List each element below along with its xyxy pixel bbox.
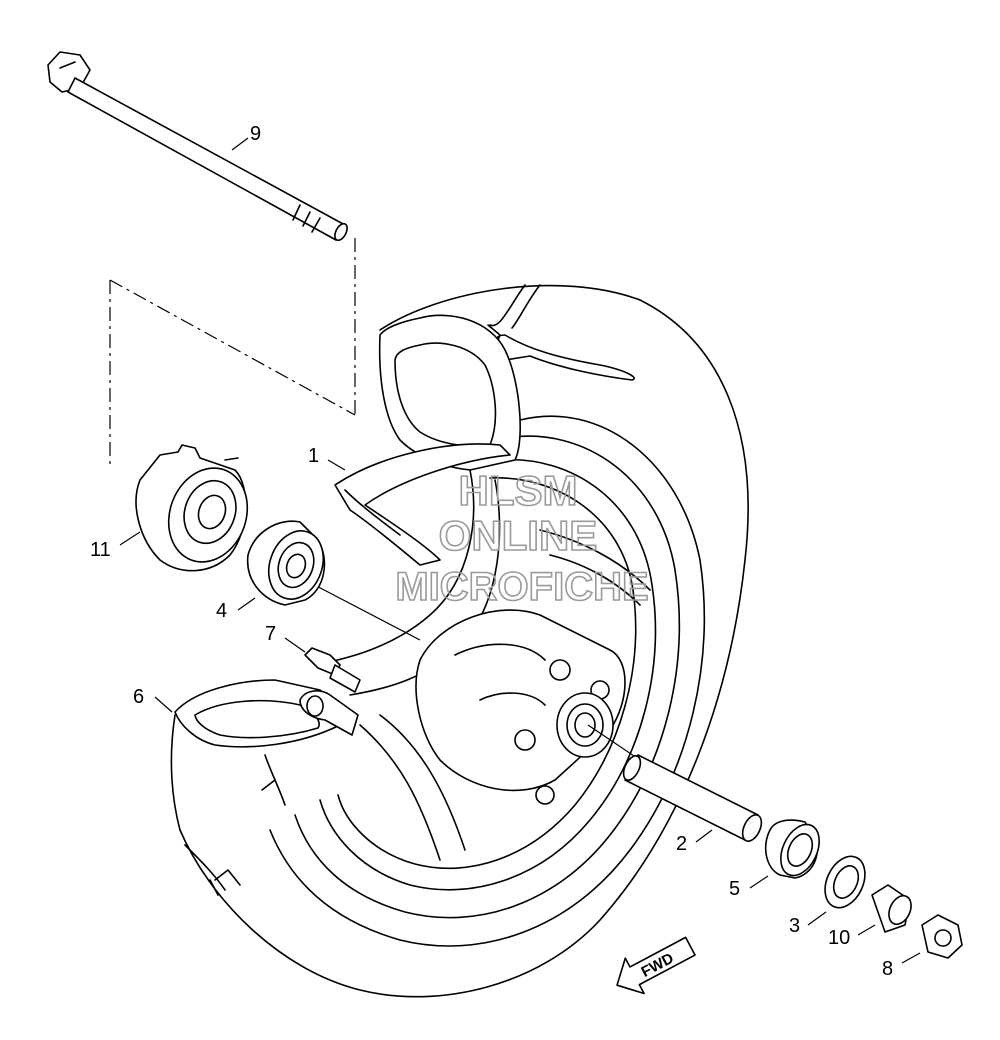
- callout-3: 3: [789, 915, 800, 937]
- bearing-right: [764, 819, 820, 879]
- assembly-lines: [109, 238, 641, 761]
- watermark-line-3: MICROFICHE: [395, 565, 648, 609]
- callout-4: 4: [216, 600, 227, 622]
- watermark: HLSM ONLINE MICROFICHE: [395, 466, 650, 610]
- oil-seal: [824, 855, 866, 909]
- callout-5: 5: [729, 878, 740, 900]
- wheel-rim: [334, 443, 511, 566]
- callout-8: 8: [882, 958, 893, 980]
- callout-10: 10: [828, 927, 850, 949]
- tire-section: [174, 679, 359, 748]
- callout-leaders: [119, 137, 921, 964]
- watermark-line-2: ONLINE: [439, 512, 598, 559]
- callout-7: 7: [265, 623, 276, 645]
- watermark-line-1: HLSM: [459, 467, 578, 514]
- hub-and-spokes: [314, 469, 651, 861]
- valve-stem: [304, 647, 361, 693]
- callout-11: 11: [90, 539, 111, 561]
- axle-nut: [921, 914, 963, 959]
- callout-1: 1: [308, 445, 319, 467]
- callout-6: 6: [133, 686, 144, 708]
- collar-part: [135, 444, 249, 572]
- callout-9: 9: [250, 123, 261, 145]
- forward-arrow-icon: FWD: [616, 936, 696, 995]
- collar-small: [871, 884, 912, 933]
- spacer-tube: [622, 754, 763, 842]
- bearing-left: [246, 520, 326, 606]
- tire: [170, 284, 749, 998]
- callouts: 1 2 3 4 5 6 7 8 9 10 11: [90, 123, 893, 980]
- axle-bolt: [47, 51, 348, 242]
- callout-2: 2: [676, 833, 687, 855]
